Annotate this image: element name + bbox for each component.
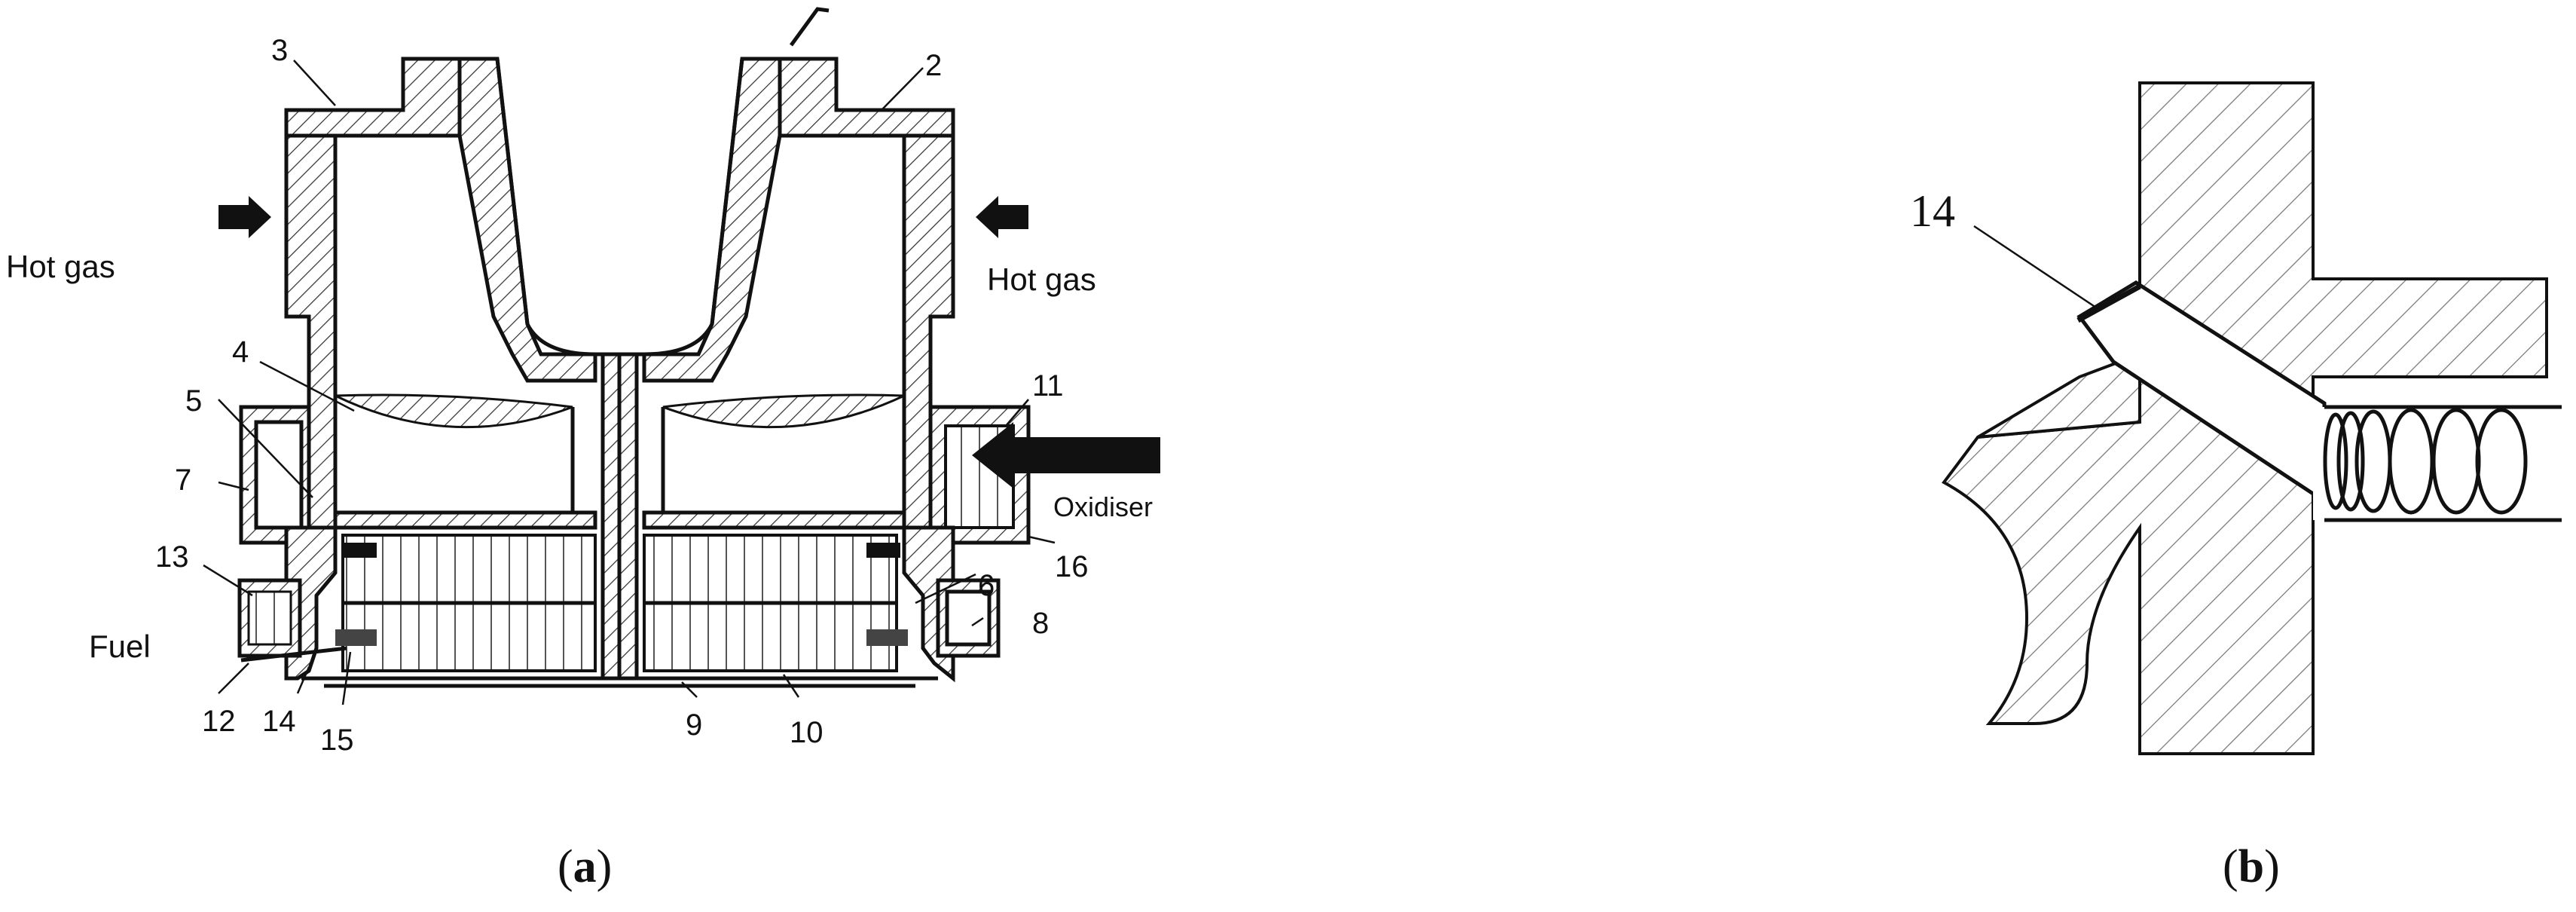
detail-left-block	[1976, 352, 2141, 439]
leader-10	[782, 674, 800, 698]
leader-4	[259, 360, 355, 412]
fuel-line	[240, 646, 347, 663]
oxidiser-label: Oxidiser	[1053, 491, 1153, 522]
cone-wall-right	[642, 57, 782, 383]
hot-gas-label-right: Hot gas	[987, 262, 1096, 297]
label-7: 7	[175, 464, 191, 497]
label-8: 8	[1032, 607, 1049, 640]
leader-14a	[296, 666, 310, 694]
cone-inner-outline	[495, 58, 744, 357]
panel-a-diagram: 3 2 Hot gas Hot gas 4 5 11 7 Oxidiser 13…	[6, 7, 1160, 892]
leader-11	[1005, 399, 1029, 427]
detail-channel	[2313, 407, 2562, 520]
label-9: 9	[686, 708, 702, 742]
coil-lower-right	[866, 629, 908, 646]
leader-5	[218, 399, 313, 498]
dish-right	[662, 393, 905, 429]
leader-2	[881, 67, 924, 111]
coil-upper-right	[866, 543, 900, 558]
leader-16	[1028, 535, 1056, 544]
hot-gas-arrow-left	[218, 196, 271, 238]
leader-13	[203, 564, 253, 597]
label-11: 11	[1032, 369, 1064, 402]
inner-chamber-left	[333, 510, 597, 530]
dish-left	[335, 393, 573, 429]
fuel-manifold-left-channel	[247, 590, 292, 646]
leader-7	[218, 481, 249, 491]
fuel-label: Fuel	[89, 629, 151, 664]
manifold-left-channel	[254, 420, 304, 530]
label-4: 4	[232, 335, 249, 369]
oxidiser-arrow	[972, 422, 1160, 488]
label-2: 2	[925, 49, 942, 82]
label-5: 5	[185, 384, 202, 418]
leader-15	[341, 651, 352, 705]
detail-label-14: 14	[1910, 186, 1955, 236]
detail-bore-edge	[2076, 283, 2141, 323]
leader-3	[293, 60, 336, 106]
inner-chamber-right	[642, 510, 906, 530]
hot-gas-label-left: Hot gas	[6, 249, 115, 284]
caption-b: (b)	[2223, 841, 2280, 892]
label-15: 15	[320, 724, 354, 757]
leader-9	[681, 681, 698, 698]
leader-8	[971, 617, 984, 627]
coil-lower-left	[335, 629, 377, 646]
top-tip	[789, 7, 830, 47]
label-6: 6	[978, 569, 995, 602]
label-12: 12	[202, 705, 236, 738]
cone-wall-left	[457, 57, 597, 383]
label-10: 10	[790, 716, 824, 749]
label-3: 3	[271, 34, 288, 67]
detail-leader-14	[1973, 225, 2099, 311]
label-13: 13	[155, 540, 189, 574]
panel-b-diagram: 14 (b)	[1910, 81, 2562, 892]
label-14: 14	[262, 705, 296, 738]
caption-a: (a)	[558, 841, 612, 892]
hot-gas-arrow-right	[976, 196, 1028, 238]
label-16: 16	[1055, 550, 1089, 583]
leader-12	[218, 663, 249, 694]
leader-6	[915, 573, 976, 604]
coil-upper-left	[343, 543, 377, 558]
detail-spring	[2323, 408, 2528, 515]
